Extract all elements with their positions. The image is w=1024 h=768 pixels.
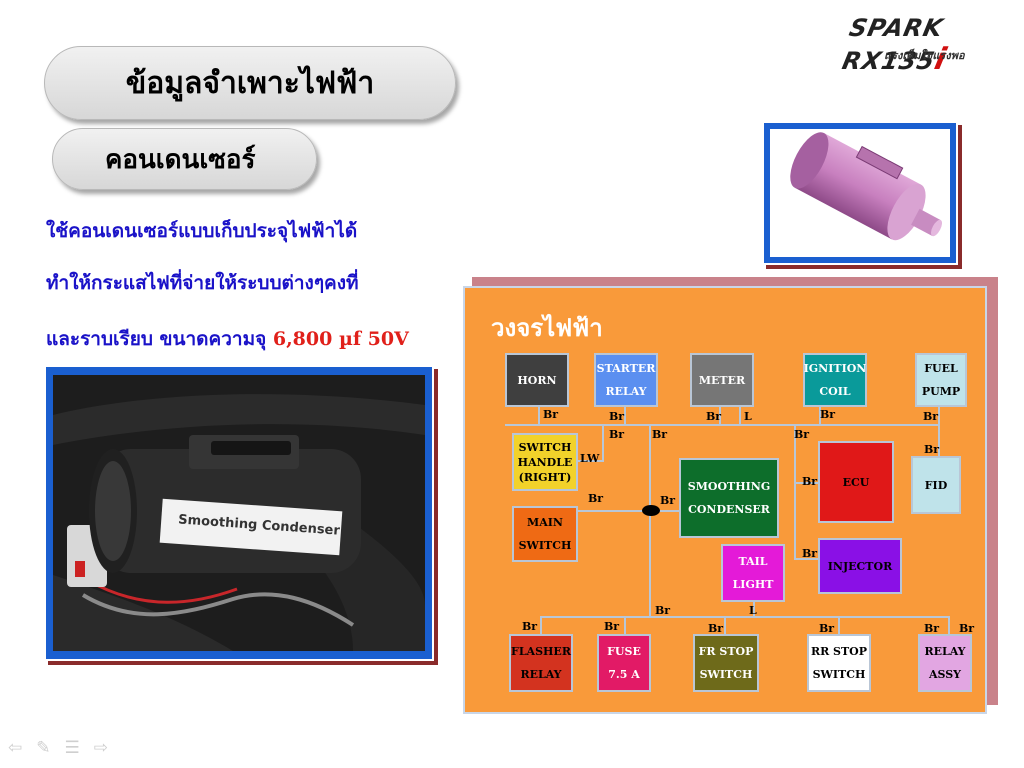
- wire-label: Br: [802, 475, 818, 488]
- horn-box: HORN: [505, 353, 569, 407]
- wire: [624, 406, 626, 424]
- wire: [602, 424, 604, 462]
- wire: [719, 406, 721, 424]
- wire-label: Br: [609, 410, 625, 423]
- wire: [794, 558, 818, 560]
- brand-logo: SPARK RX135i แรงเต็มใจแรงพอ: [839, 14, 965, 77]
- wire-label: Br: [802, 547, 818, 560]
- menu-icon[interactable]: ☰: [64, 738, 80, 758]
- next-slide-icon[interactable]: ⇨: [93, 738, 108, 758]
- description-line-2: ทำให้กระแสไฟที่จ่ายให้ระบบต่างๆคงที่: [46, 272, 359, 294]
- wire: [538, 406, 540, 424]
- wire: [948, 616, 950, 634]
- wire-label: Br: [609, 428, 625, 441]
- capacity-value: 6,800 µf 50V: [272, 328, 409, 350]
- wire: [739, 406, 741, 424]
- wire-label: Br: [588, 492, 604, 505]
- wire-label: Br: [794, 428, 810, 441]
- wire-label: Br: [708, 622, 724, 635]
- wire: [505, 424, 940, 426]
- condenser-photo: Smoothing Condenser: [44, 365, 434, 661]
- wire-label: Br: [604, 620, 620, 633]
- wire-label: Br: [820, 408, 836, 421]
- wire: [578, 510, 679, 512]
- wire: [540, 616, 950, 618]
- wire-label: Br: [706, 410, 722, 423]
- wire-label: Br: [660, 494, 676, 507]
- wire: [649, 424, 651, 618]
- description-line-1: ใช้คอนเดนเซอร์แบบเก็บประจุไฟฟ้าได้: [46, 220, 358, 242]
- previous-slide-icon[interactable]: ⇦: [8, 738, 23, 758]
- wire-label: Br: [522, 620, 538, 633]
- wire-label: Br: [959, 622, 975, 635]
- slide-navigation: ⇦ ✎ ☰ ⇨: [8, 738, 108, 758]
- diagram-title: วงจรไฟฟ้า: [491, 313, 603, 342]
- wire-label: Br: [924, 622, 940, 635]
- wire: [624, 616, 626, 634]
- ecu-box: ECU: [818, 441, 894, 523]
- wire: [724, 616, 726, 634]
- wire-label: LW: [580, 452, 600, 465]
- wire-label: L: [749, 604, 757, 617]
- condenser-render-image: [762, 121, 958, 265]
- wire-label: Br: [923, 410, 939, 423]
- wire: [794, 482, 818, 484]
- section-subtitle: คอนเดนเซอร์: [52, 128, 317, 190]
- wire: [753, 602, 755, 618]
- wire: [578, 460, 604, 462]
- injector-box: INJECTOR: [818, 538, 902, 594]
- description-line-3: และราบเรียบ ขนาดความจุ 6,800 µf 50V: [46, 328, 409, 350]
- wire-label: Br: [655, 604, 671, 617]
- page-title: ข้อมูลจำเพาะไฟฟ้า: [44, 46, 456, 120]
- wire-label: Br: [819, 622, 835, 635]
- wire: [794, 424, 796, 560]
- wire-label: L: [744, 410, 752, 423]
- wire: [819, 406, 821, 424]
- fid-box: FID: [911, 456, 961, 514]
- wire-label: Br: [924, 443, 940, 456]
- pen-icon[interactable]: ✎: [36, 738, 51, 758]
- wire: [838, 616, 840, 634]
- wire-label: Br: [652, 428, 668, 441]
- wire-label: Br: [543, 408, 559, 421]
- meter-box: METER: [690, 353, 754, 407]
- wire-junction: [642, 505, 660, 516]
- wire: [938, 406, 940, 456]
- wire: [540, 616, 542, 634]
